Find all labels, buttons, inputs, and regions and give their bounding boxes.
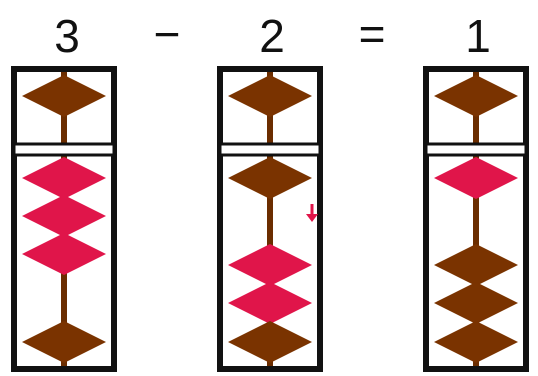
abacus-frame <box>11 66 117 372</box>
earth-bead-4 <box>434 321 518 363</box>
reckoning-bar <box>424 142 528 157</box>
down-arrow-icon <box>306 214 318 222</box>
heaven-bead <box>22 75 106 117</box>
earth-bead-1 <box>22 157 106 199</box>
reckoning-bar <box>12 142 116 157</box>
earth-bead-2 <box>228 244 312 286</box>
abacus-rod <box>473 72 479 366</box>
abacus-rod <box>267 72 273 366</box>
minus-sign: − <box>154 8 181 60</box>
reckoning-bar <box>218 142 322 157</box>
earth-bead-1 <box>434 157 518 199</box>
abacus-frame <box>217 66 323 372</box>
abacus-frame <box>423 66 529 372</box>
heaven-bead <box>434 75 518 117</box>
earth-bead-2 <box>434 244 518 286</box>
equation-right-operand: 2 <box>259 10 285 62</box>
earth-bead-1 <box>228 157 312 199</box>
equation-result: 1 <box>465 10 491 62</box>
earth-bead-4 <box>228 321 312 363</box>
equals-sign: = <box>359 8 386 60</box>
equation: 3 − 2 = 1 <box>54 8 491 62</box>
down-arrow-shaft <box>310 204 314 216</box>
earth-bead-3 <box>434 282 518 324</box>
earth-bead-2 <box>22 195 106 237</box>
earth-bead-3 <box>228 282 312 324</box>
abacus-column-minuend <box>11 66 117 372</box>
heaven-bead <box>228 75 312 117</box>
equation-left-operand: 3 <box>54 10 80 62</box>
earth-bead-4 <box>22 321 106 363</box>
abacus-column-difference <box>423 66 529 372</box>
abacus-column-subtraction-step <box>217 66 323 372</box>
earth-bead-3 <box>22 233 106 275</box>
